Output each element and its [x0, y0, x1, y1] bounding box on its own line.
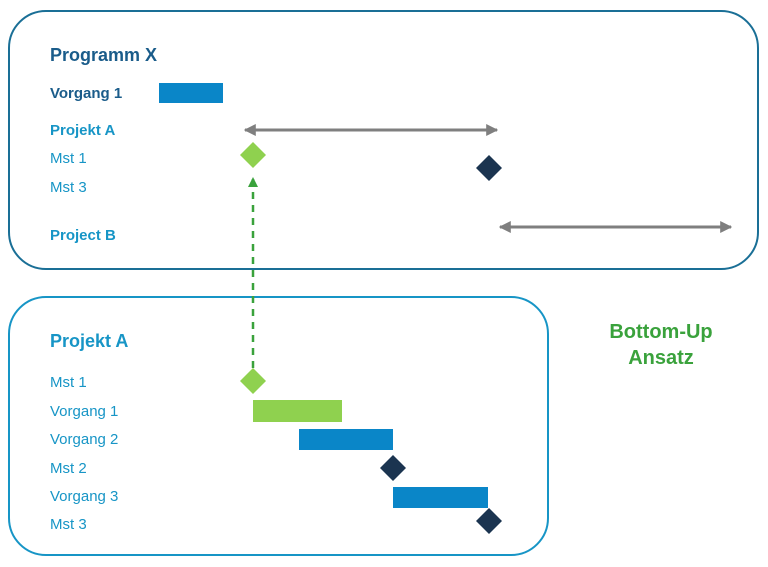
projekt-vorgang-2-bar [299, 429, 393, 450]
projekt-row-mst-1: Mst 1 [50, 374, 87, 391]
programm-mst-1-milestone [240, 142, 266, 168]
projekt-vorgang-3-bar [393, 487, 488, 508]
projekt-row-mst-2: Mst 2 [50, 460, 87, 477]
projekt-vorgang-1-bar [253, 400, 342, 422]
projekt-row-vorgang-3: Vorgang 3 [50, 488, 119, 505]
projekt-frame [8, 296, 549, 556]
approach-line-1: Bottom-Up [609, 321, 713, 343]
approach-line-2: Ansatz [628, 347, 694, 369]
programm-row-mst-3: Mst 3 [50, 179, 87, 196]
projekt-row-vorgang-2: Vorgang 2 [50, 431, 119, 448]
programm-title: Programm X [50, 45, 158, 65]
programm-mst-3-milestone [476, 155, 502, 181]
projekt-row-vorgang-1: Vorgang 1 [50, 403, 119, 420]
projekt-title: Projekt A [50, 331, 129, 351]
programm-row-mst-1: Mst 1 [50, 150, 87, 167]
approach-label: Bottom-Up Ansatz [586, 319, 736, 371]
programm-row-vorgang-1: Vorgang 1 [50, 85, 123, 102]
programm-row-projekt-a: Projekt A [50, 122, 116, 139]
projekt-mst-2-milestone [380, 455, 406, 481]
projekt-row-mst-3: Mst 3 [50, 516, 87, 533]
projekt-mst-3-milestone [476, 508, 502, 534]
programm-row-project-b: Project B [50, 227, 116, 244]
projekt-mst-1-milestone [240, 368, 266, 394]
programm-vorgang-1-bar [159, 83, 223, 103]
